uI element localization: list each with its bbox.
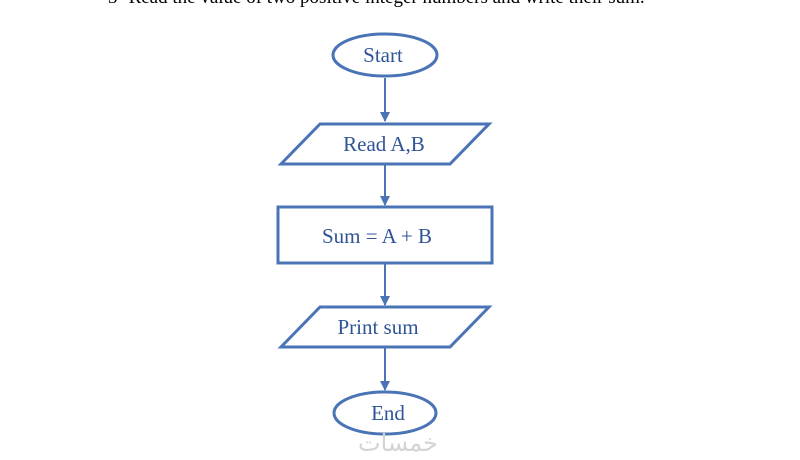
watermark-logo: خمسات: [358, 429, 438, 457]
start-label: Start: [363, 43, 403, 67]
end-terminal: End: [332, 390, 438, 436]
process-label: Sum = A + B: [322, 224, 432, 248]
end-label: End: [371, 401, 405, 425]
start-terminal: Start: [331, 32, 439, 78]
output-parallelogram: Print sum: [277, 305, 493, 349]
input-parallelogram: Read A,B: [277, 122, 493, 166]
output-label: Print sum: [337, 315, 418, 339]
input-label: Read A,B: [343, 132, 425, 156]
process-rectangle: Sum = A + B: [276, 205, 494, 265]
question-text: 3- Read the value of two positive intege…: [108, 0, 645, 9]
